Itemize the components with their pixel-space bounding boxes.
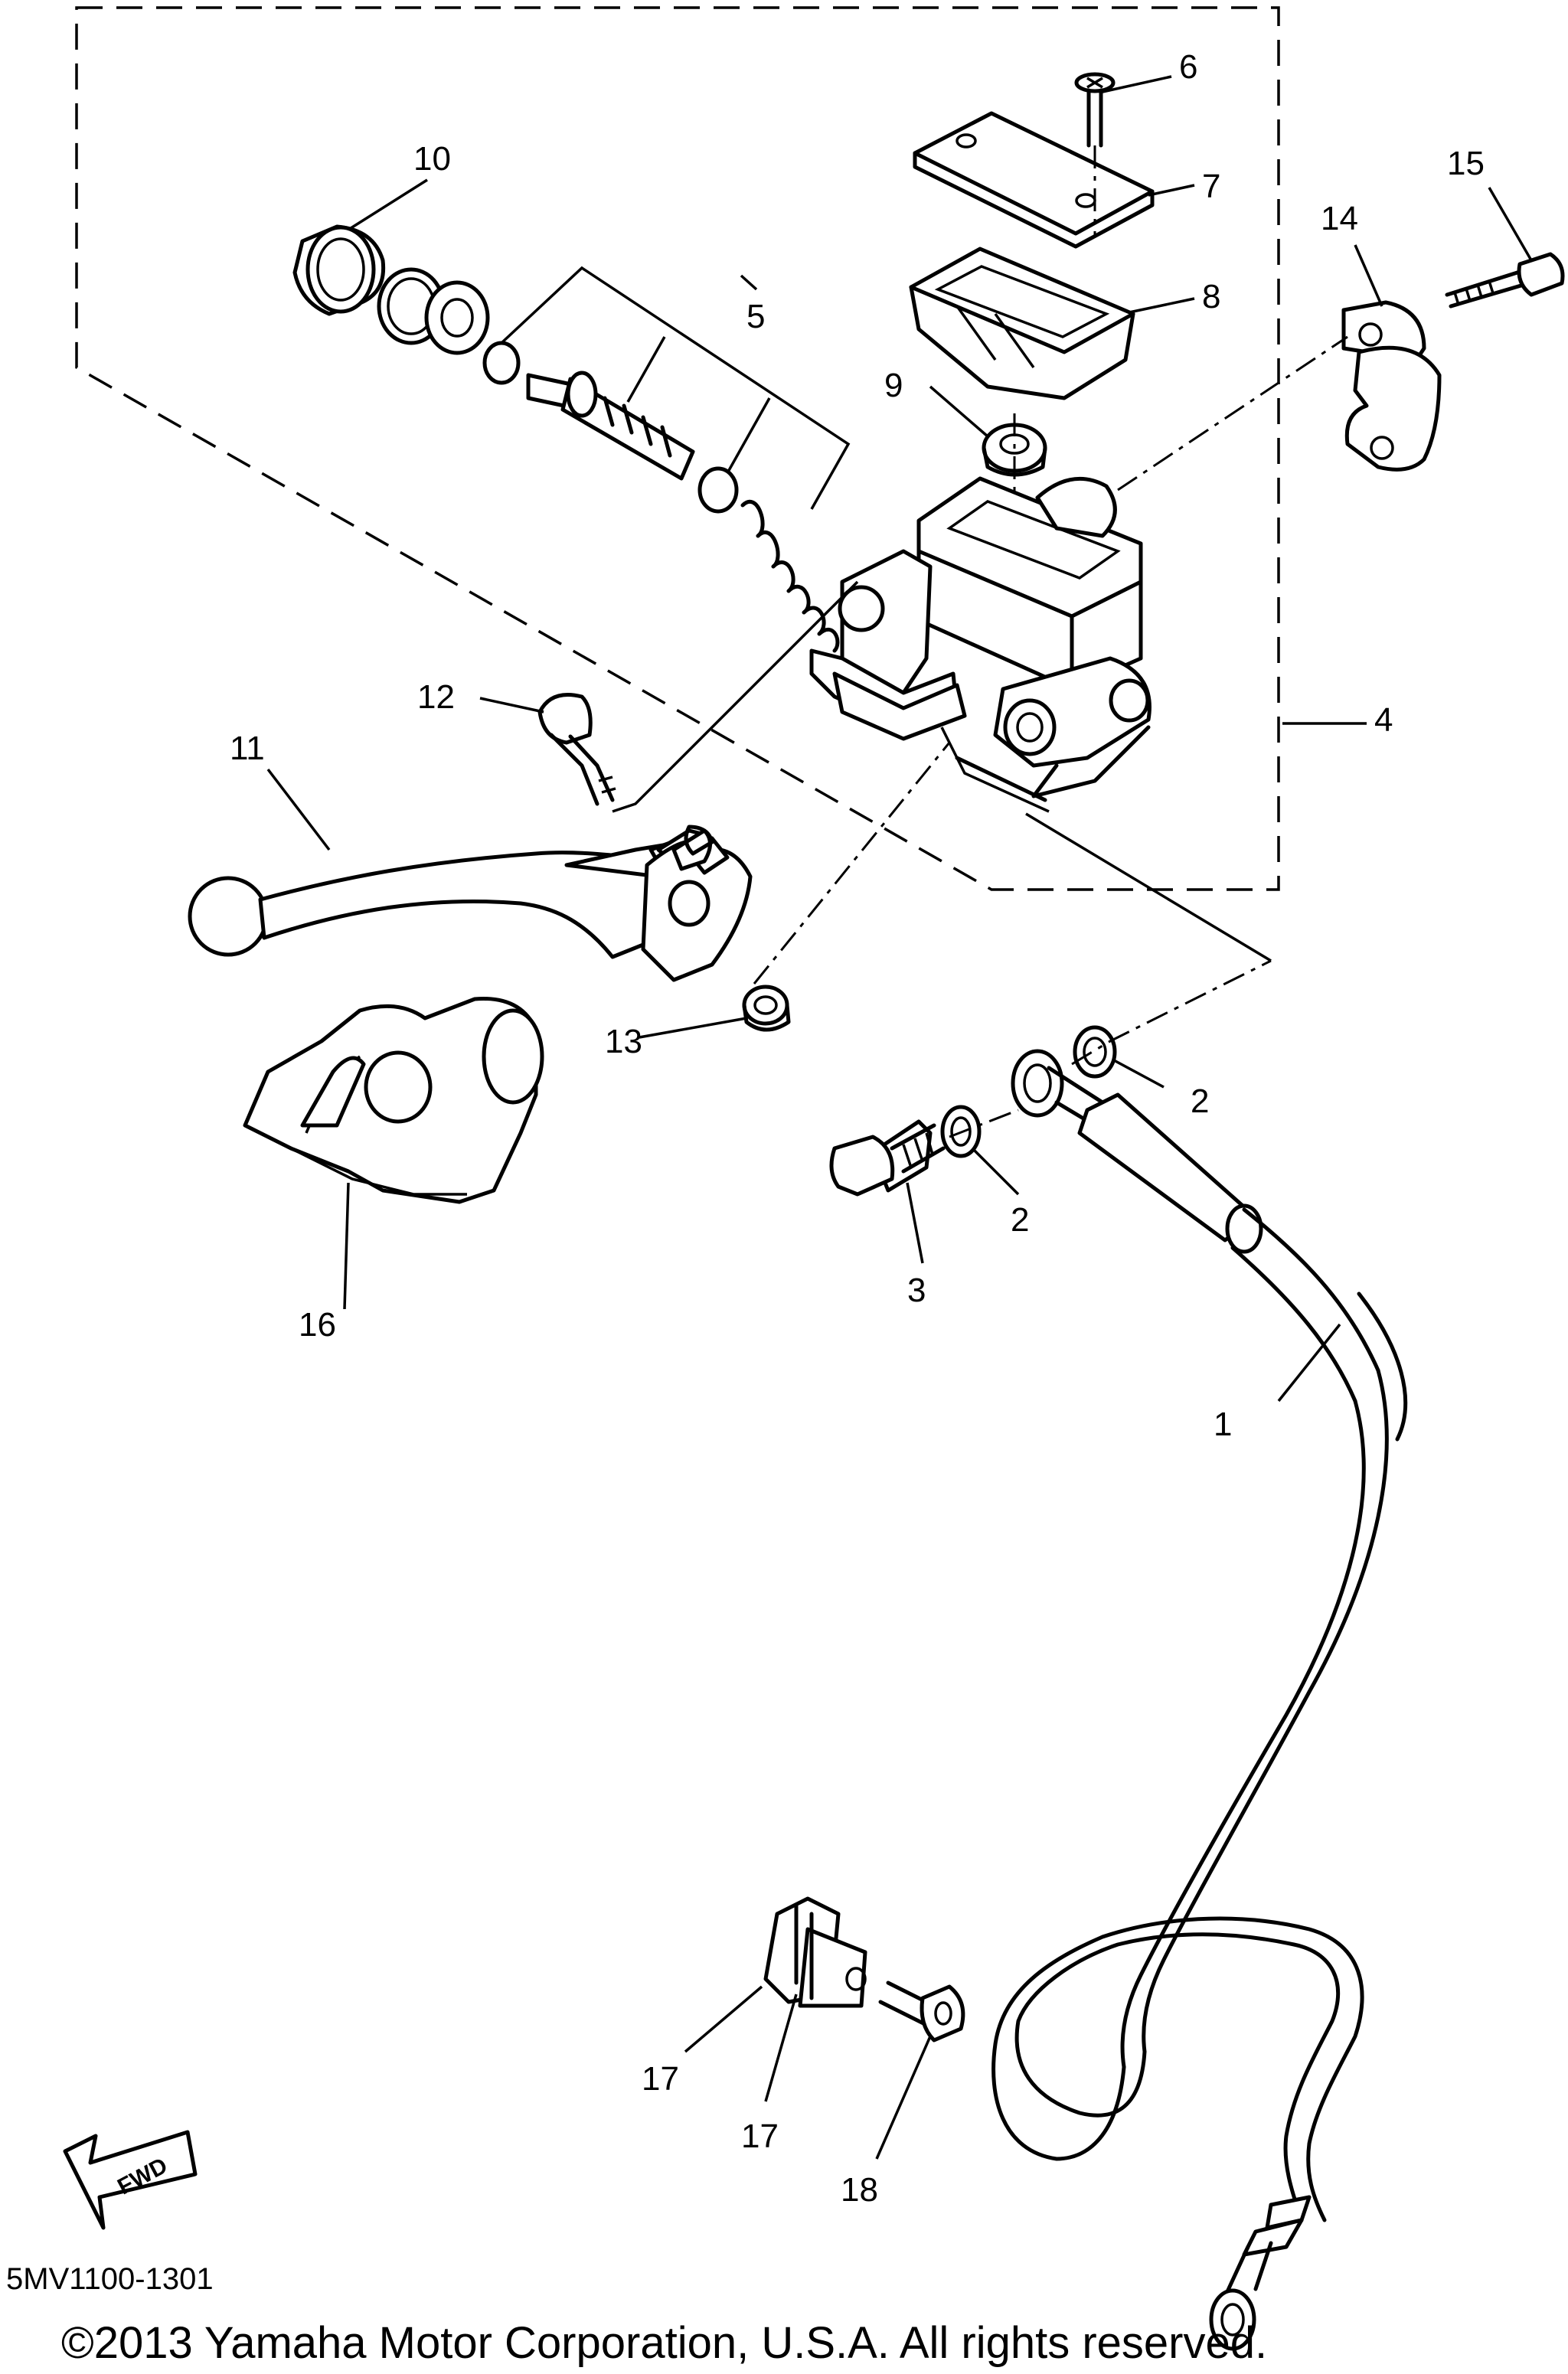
callout-8: 8 [1202,278,1220,315]
callout-15: 15 [1447,145,1485,182]
assembly-boundary [75,6,1280,891]
part-5-bracket [500,266,851,510]
callout-16: 16 [299,1306,336,1344]
callout-14: 14 [1321,200,1358,237]
part-5-piston-kit [482,341,840,653]
callout-11: 11 [230,730,265,767]
callout-labels: 1 2 2 3 4 5 6 7 8 9 10 11 12 13 14 15 16… [230,48,1485,2209]
callout-3: 3 [907,1272,926,1309]
callout-7: 7 [1202,168,1220,205]
part-washer [424,280,490,355]
part-17-hose-clamp [763,1896,867,2008]
callout-9: 9 [884,367,903,404]
master-cylinder-body [809,476,1152,813]
part-12-pivot-bolt [537,693,616,806]
part-2-washer-upper [1073,1025,1117,1079]
callout-1: 1 [1214,1406,1232,1443]
fwd-arrow-icon: FWD [63,2130,198,2230]
callout-5: 5 [746,298,765,335]
part-8-diaphragm [909,247,1135,400]
callout-6: 6 [1179,48,1197,86]
part-6-screw [1074,72,1116,148]
callout-4: 4 [1374,701,1393,739]
part-16-guard [243,997,544,1204]
part-10-cap [292,224,386,316]
copyright-notice: ©2013 Yamaha Motor Corporation, U.S.A. A… [61,2318,1267,2368]
part-3-union-bolt [829,1119,946,1197]
callout-17-left: 17 [642,2060,679,2098]
part-1-brake-hose [991,1049,1408,2351]
callout-10: 10 [413,140,451,178]
callout-17-bottom: 17 [741,2118,779,2155]
callout-2-lower: 2 [1011,1201,1029,1239]
part-15-bolt [1445,252,1565,309]
part-11-lever [188,825,753,982]
part-14-clamp [1341,300,1442,472]
callout-2-upper: 2 [1191,1083,1209,1120]
callout-18: 18 [841,2171,878,2209]
callout-12: 12 [417,678,455,716]
diagram-code: 5MV1100-1301 [6,2262,214,2296]
callout-13: 13 [605,1023,642,1060]
leader-lines [266,75,1533,2160]
part-7-cover [913,111,1155,249]
part-13-nut [742,985,791,1032]
part-18-clamp-bolt [878,1981,965,2043]
